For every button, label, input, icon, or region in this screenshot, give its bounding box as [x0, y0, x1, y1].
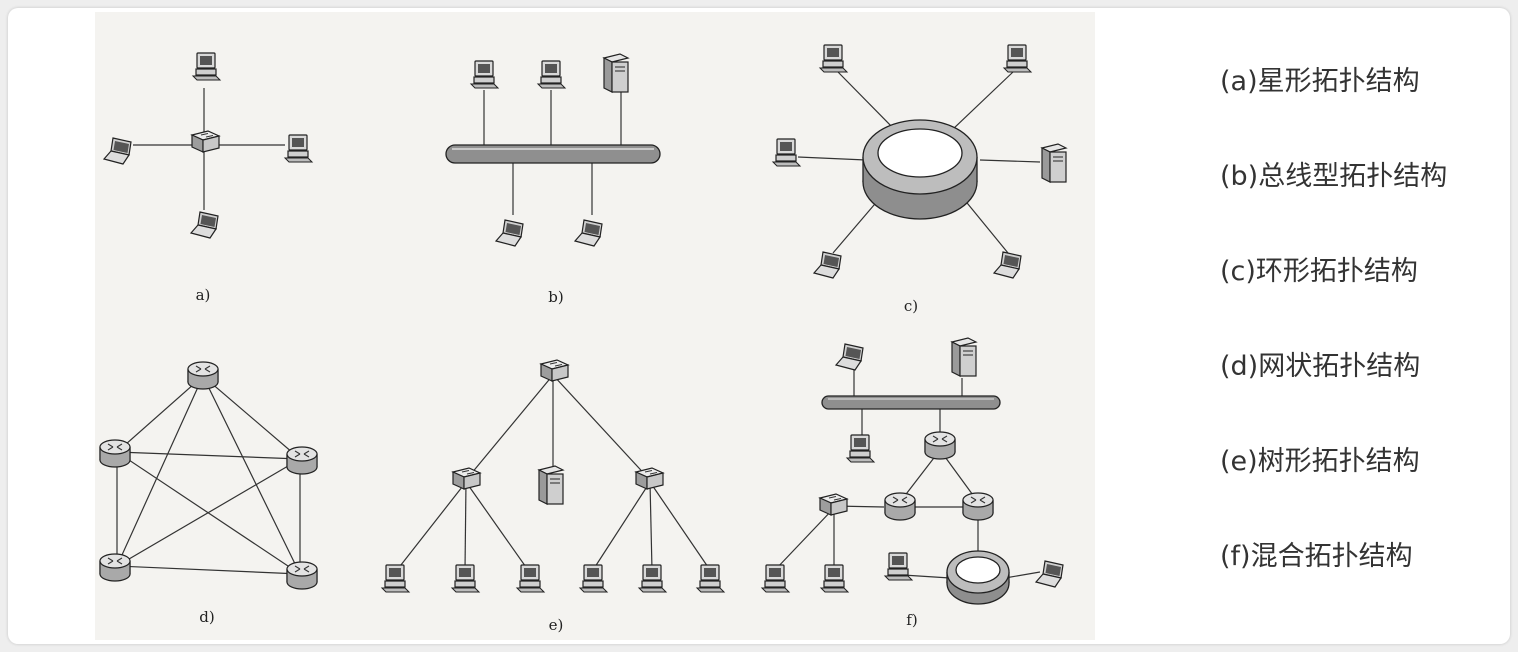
- router-icon: [99, 553, 131, 582]
- caption-c: c): [904, 297, 918, 315]
- legend-item-ring: (c)环形拓扑结构: [1220, 256, 1418, 287]
- computer-icon: [516, 564, 545, 593]
- topology-diagram-photo: a) b): [95, 12, 1095, 640]
- switch-icon: [540, 359, 569, 382]
- computer-icon: [884, 552, 913, 581]
- switch-icon: [819, 493, 848, 516]
- topology-diagram-svg: a) b): [99, 44, 1067, 634]
- computer-icon: [579, 564, 608, 593]
- server-icon: [603, 53, 629, 93]
- switch-icon: [452, 467, 481, 490]
- caption-b: b): [548, 288, 563, 306]
- bus-cable-icon: [445, 144, 661, 164]
- topology-legend: (a)星形拓扑结构 (b)总线型拓扑结构 (c)环形拓扑结构 (d)网状拓扑结构…: [1220, 60, 1510, 630]
- server-icon: [1041, 143, 1067, 183]
- computer-icon: [761, 564, 790, 593]
- computer-icon: [537, 60, 566, 89]
- caption-d: d): [199, 608, 214, 626]
- computer-icon: [846, 434, 875, 463]
- laptop-icon: [1035, 560, 1064, 588]
- star-topology: a): [103, 52, 313, 304]
- computer-icon: [820, 564, 849, 593]
- router-icon: [286, 561, 318, 590]
- laptop-icon: [495, 219, 524, 247]
- caption-f: f): [906, 611, 917, 629]
- tree-topology: e): [381, 359, 725, 634]
- computer-icon: [451, 564, 480, 593]
- switch-icon: [635, 467, 664, 490]
- ring-topology: c): [772, 44, 1067, 315]
- switch-icon: [191, 130, 220, 153]
- bus-topology: b): [445, 53, 661, 306]
- legend-item-mesh: (d)网状拓扑结构: [1220, 351, 1421, 382]
- laptop-icon: [190, 211, 219, 239]
- computer-icon: [470, 60, 499, 89]
- caption-a: a): [196, 286, 211, 304]
- legend-item-bus: (b)总线型拓扑结构: [1220, 161, 1448, 192]
- router-icon: [286, 446, 318, 475]
- laptop-icon: [103, 137, 132, 165]
- computer-icon: [284, 134, 313, 163]
- server-icon: [538, 465, 564, 505]
- computer-icon: [192, 52, 221, 81]
- mesh-topology: d): [99, 361, 318, 626]
- laptop-icon: [574, 219, 603, 247]
- router-icon: [187, 361, 219, 390]
- router-icon: [924, 431, 956, 460]
- legend-item-hybrid: (f)混合拓扑结构: [1220, 541, 1413, 572]
- ring-icon: [946, 550, 1010, 605]
- hybrid-topology: f): [761, 337, 1064, 629]
- laptop-icon: [813, 251, 842, 279]
- computer-icon: [696, 564, 725, 593]
- computer-icon: [638, 564, 667, 593]
- legend-item-star: (a)星形拓扑结构: [1220, 66, 1420, 97]
- laptop-icon: [835, 343, 864, 371]
- laptop-icon: [993, 251, 1022, 279]
- server-icon: [951, 337, 977, 377]
- router-icon: [884, 492, 916, 521]
- router-icon: [962, 492, 994, 521]
- router-icon: [99, 439, 131, 468]
- computer-icon: [819, 44, 848, 73]
- ring-icon: [862, 119, 978, 220]
- computer-icon: [381, 564, 410, 593]
- computer-icon: [1003, 44, 1032, 73]
- legend-item-tree: (e)树形拓扑结构: [1220, 446, 1420, 477]
- caption-e: e): [549, 616, 564, 634]
- bus-cable-icon: [821, 395, 1001, 410]
- computer-icon: [772, 138, 801, 167]
